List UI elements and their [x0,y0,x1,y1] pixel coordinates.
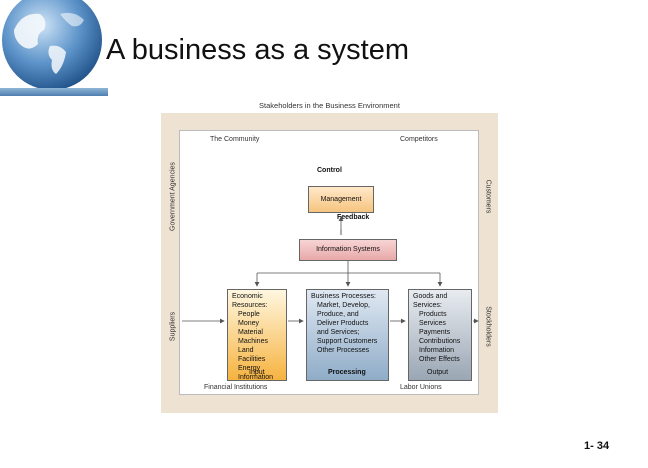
process-item: Market, Develop, [317,302,370,309]
globe-icon [2,0,102,90]
process-item: and Services; [317,329,360,336]
label-government-agencies: Government Agencies [169,162,177,231]
process-item: Other Processes [317,347,370,354]
label-suppliers: Suppliers [169,311,177,342]
output-box: Goods and Services: Products Services Pa… [408,289,472,381]
input-box: Economic Resources: People Money Materia… [227,289,287,381]
input-label: Input [249,369,265,376]
output-item: Other Effects [419,356,460,363]
input-item: Information [238,374,274,381]
diagram-inner: The Community Competitors Financial Inst… [179,130,479,395]
process-item: Deliver Products [317,320,369,327]
label-financial-institutions: Financial Institutions [204,384,268,391]
output-item: Payments [419,329,451,336]
control-label: Control [317,167,342,174]
page-number: 1- 34 [584,440,610,452]
output-label: Output [427,369,449,376]
title-rule [0,88,108,96]
feedback-label: Feedback [337,214,370,221]
output-item: Services [419,320,446,327]
input-item: Land [238,347,254,354]
input-item: Material [238,329,263,336]
process-box: Business Processes: Market, Develop, Pro… [306,289,389,381]
process-item: Support Customers [317,338,378,345]
label-community: The Community [210,136,260,143]
input-item: Machines [238,338,268,345]
output-item: Products [419,311,447,318]
slide-title: A business as a system [106,34,410,66]
diagram-connectors [182,216,479,324]
business-system-diagram: Stakeholders in the Business Environment [161,101,498,413]
process-item: Produce, and [317,311,359,318]
management-box: Management [308,186,374,213]
output-item: Information [419,347,455,354]
information-systems-box: Information Systems [299,239,397,261]
input-heading: Economic Resources: [232,293,268,309]
processing-label: Processing [328,369,366,376]
process-heading: Business Processes: [311,293,376,300]
label-stockholders: Stockholders [484,306,492,347]
input-item: People [238,311,260,318]
globe-logo [0,0,104,100]
diagram-header: Stakeholders in the Business Environment [259,101,400,110]
input-item: Energy [238,365,261,372]
output-heading: Goods and Services: [413,293,448,309]
input-item: Facilities [238,356,266,363]
label-labor-unions: Labor Unions [400,384,442,391]
output-item: Contributions [419,338,461,345]
input-item: Money [238,320,260,327]
label-competitors: Competitors [400,136,438,143]
label-customers: Customers [484,179,492,214]
